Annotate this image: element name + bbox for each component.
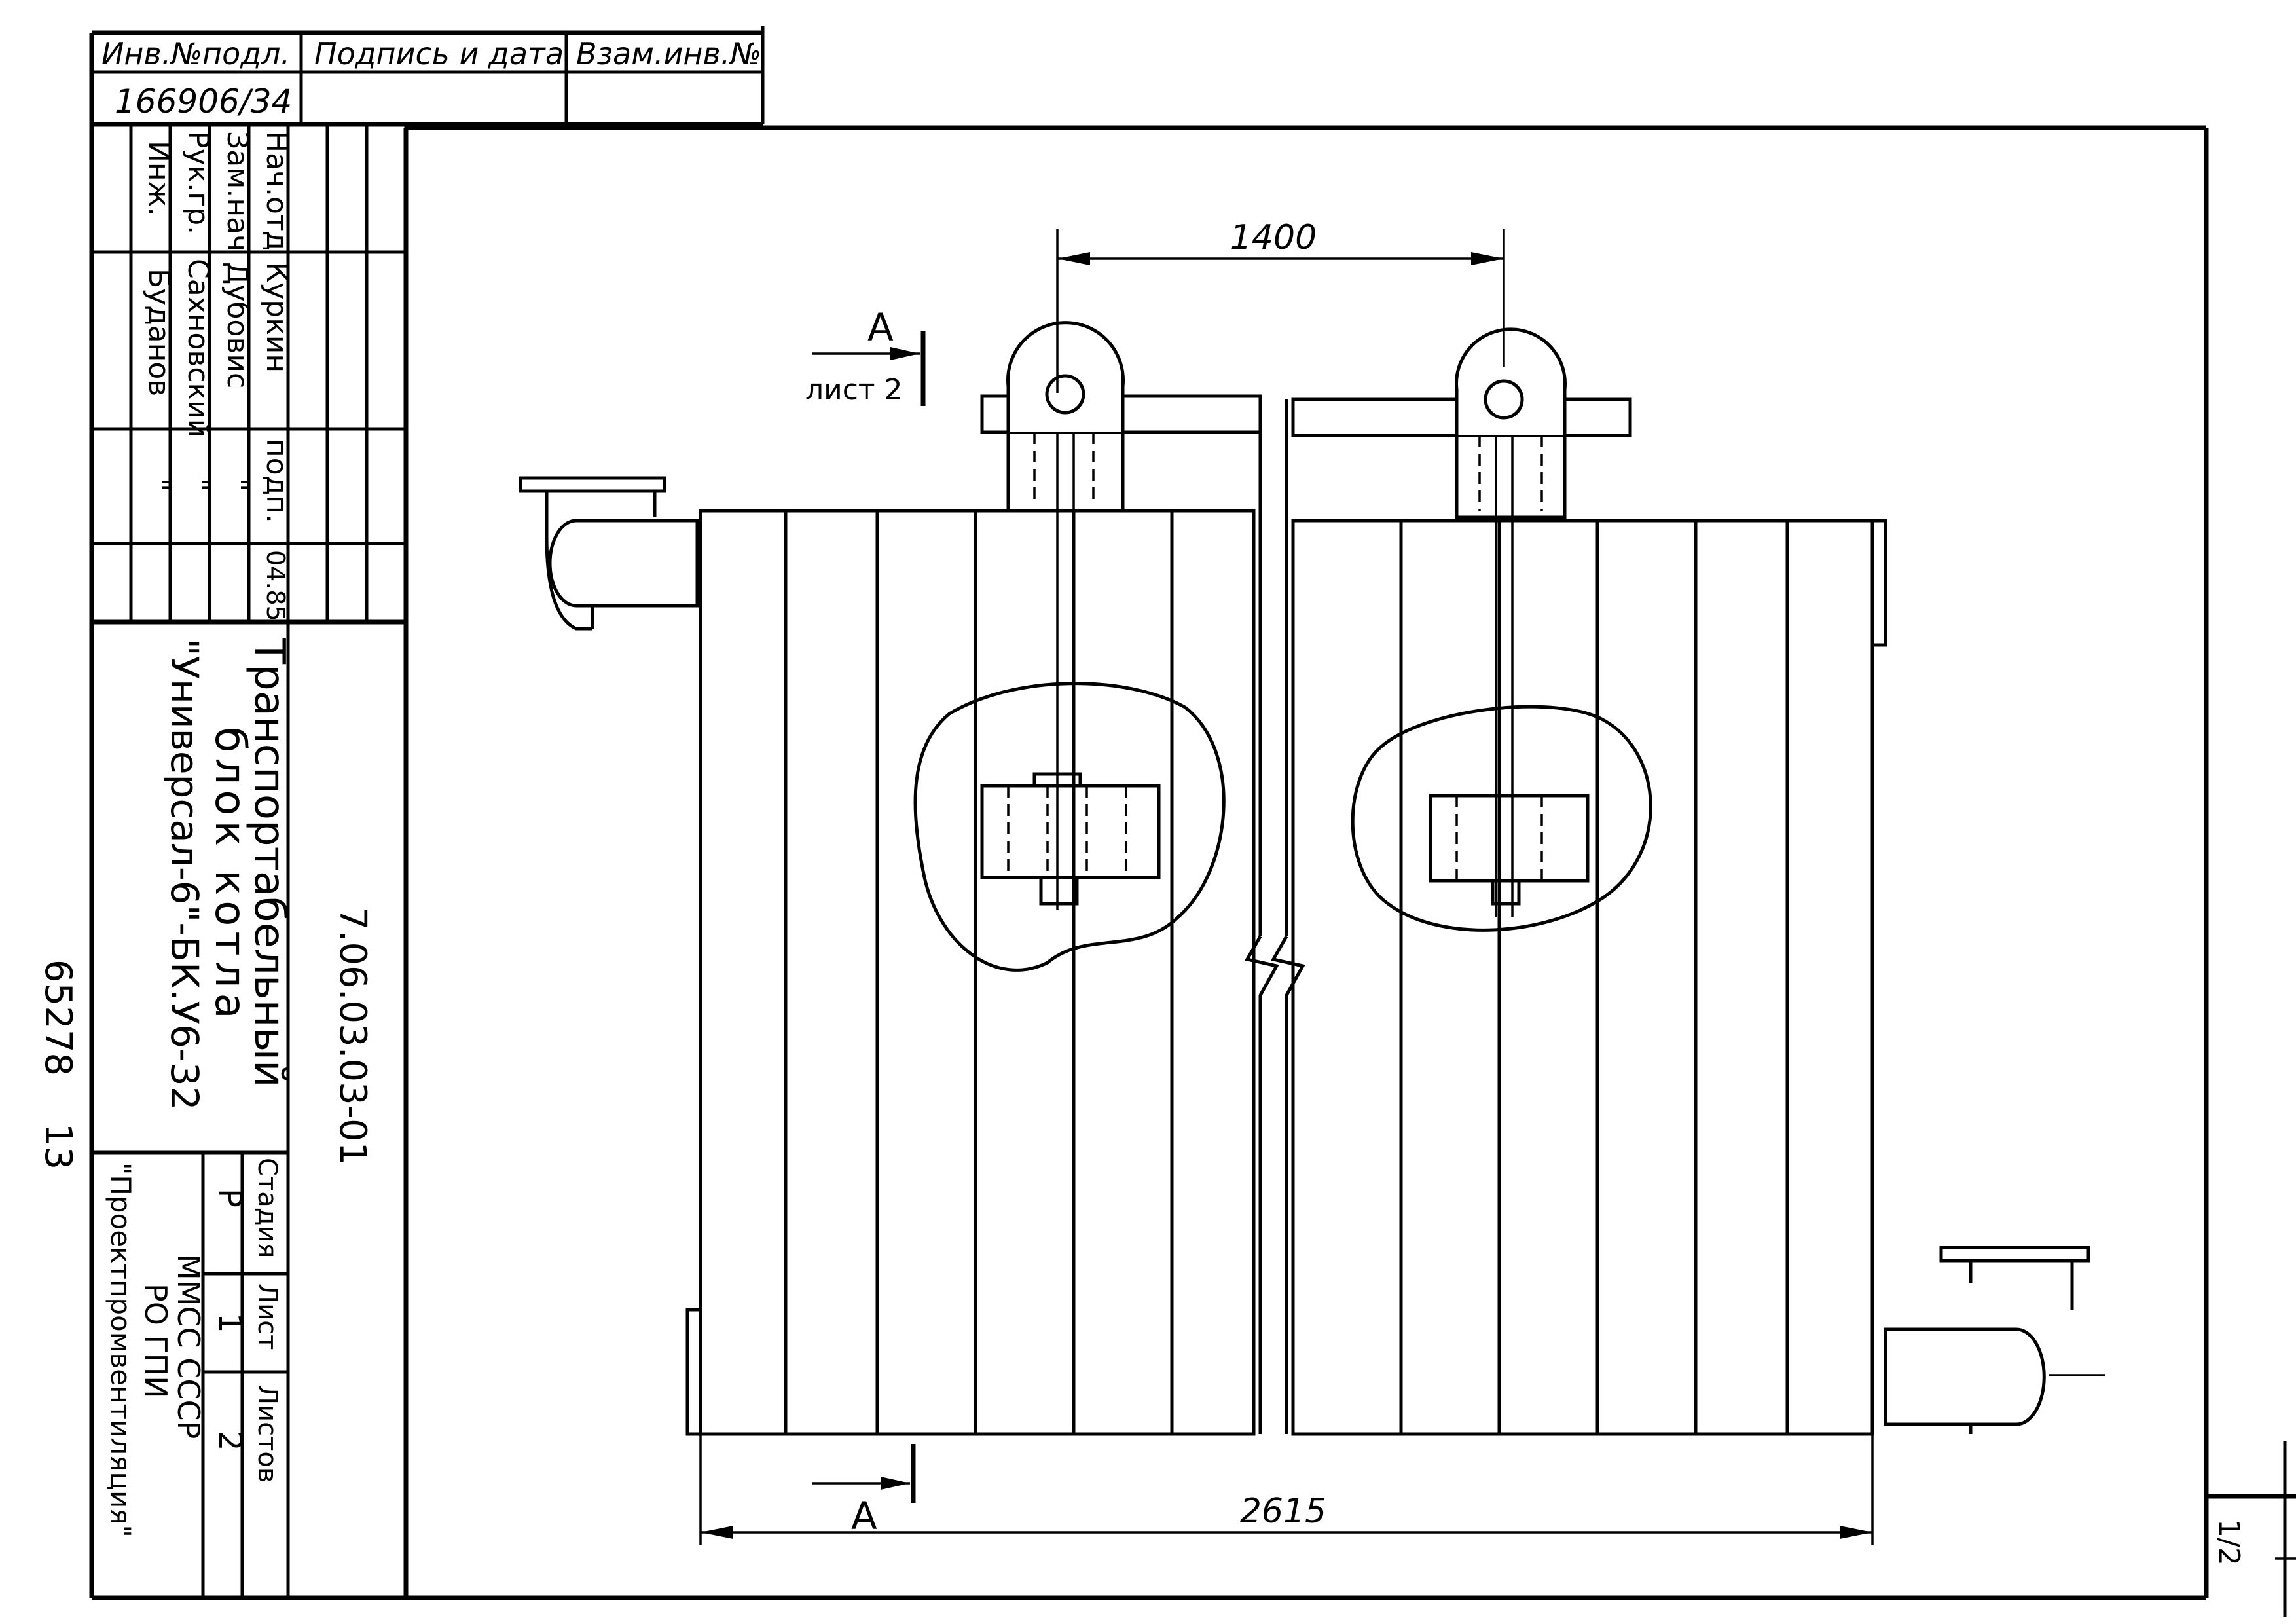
name-sakhnovsky: Сахновский	[181, 259, 215, 437]
sign-header: подп.	[260, 439, 293, 523]
title-line-2: блок котла	[206, 727, 254, 1024]
sheet-value: 1	[211, 1313, 248, 1333]
section-mark-top: А лист 2	[805, 305, 926, 407]
org-line-1: ММСС СССР	[171, 1254, 206, 1439]
title-line-3: "Универсал-6"-БК.У6-32	[162, 638, 207, 1111]
title-line-1: Транспортабельный	[245, 638, 293, 1088]
inv-podl-value: 166906/34	[115, 83, 292, 120]
signature-table	[92, 124, 408, 1153]
sign-mark-2: "	[181, 478, 215, 491]
dim-2615: 2615	[1240, 1492, 1326, 1531]
section-mark-bottom: А	[812, 1444, 916, 1538]
role-zam-nach: Зам.нач	[221, 131, 254, 251]
dimension-top: 1400	[1056, 218, 1505, 393]
sign-mark-3: "	[142, 478, 175, 491]
title-text: Транспортабельный блок котла "Универсал-…	[105, 638, 374, 1538]
section-sheet-ref: лист 2	[805, 373, 903, 407]
stage-value: Р	[211, 1189, 248, 1208]
sheets-label: Листов	[252, 1385, 282, 1483]
break-line	[1245, 399, 1305, 1434]
inv-podl-label: Инв.№подл.	[101, 36, 290, 71]
dim-1400: 1400	[1230, 218, 1317, 257]
name-labels: Куркин Дубовис Сахновский Буданов	[142, 259, 293, 437]
role-ruk-gr: Рук.гр.	[181, 131, 215, 234]
name-dubovis: Дубовис	[221, 262, 254, 388]
podpis-data-label: Подпись и дата	[314, 36, 564, 71]
sign-date: 04.85	[261, 550, 290, 621]
vzam-inv-label: Взам.инв.№	[576, 36, 761, 71]
corner-page-box: 1/2	[2206, 1441, 2296, 1617]
name-kurkin: Куркин	[260, 262, 293, 373]
corner-page-number: 1/2	[2212, 1519, 2246, 1566]
role-labels: Нач.отд Зам.нач Рук.гр. Инж.	[142, 131, 293, 251]
org-line-3: "Проектпромвентиляция"	[105, 1162, 137, 1538]
sheets-value: 2	[211, 1431, 248, 1451]
doc-code: 7.06.03.03-01	[331, 907, 374, 1165]
title-block	[92, 1150, 290, 1598]
sheet-label: Лист	[252, 1283, 282, 1350]
sign-marks: подп. " " " 04.85	[142, 439, 293, 621]
sign-mark-1: "	[221, 478, 254, 491]
role-inzh: Инж.	[142, 141, 175, 216]
role-nach-otd: Нач.отд	[260, 131, 293, 251]
section-a-top: А	[867, 305, 894, 350]
name-budanov: Буданов	[142, 268, 175, 396]
top-stamp: Инв.№подл. Подпись и дата Взам.инв.№ 166…	[92, 26, 765, 127]
left-boiler-block	[519, 321, 1262, 1436]
org-line-2: РО ГПИ	[138, 1283, 173, 1399]
stage-label: Стадия	[252, 1158, 282, 1258]
archive-number: 65278	[37, 959, 79, 1076]
section-a-bottom: А	[851, 1494, 877, 1538]
archive-page: 13	[37, 1123, 79, 1170]
right-boiler-block	[1291, 327, 2105, 1436]
dimension-bottom: 2615	[699, 1434, 1874, 1545]
